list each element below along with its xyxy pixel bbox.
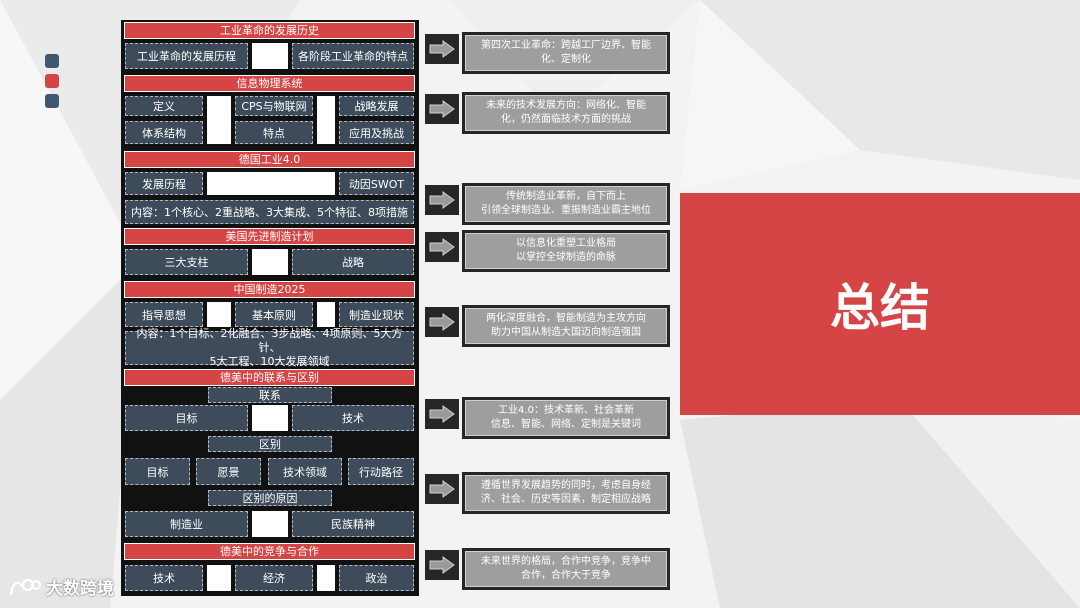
note-line: 以掌控全球制造的命脉 [516, 252, 616, 263]
section-title: 德美中的竞争与合作 [124, 543, 415, 560]
arrow-icon [425, 232, 459, 262]
summary-note: 未来的技术发展方向：网络化、智能 化，仍然面临技术方面的挑战 [462, 92, 670, 134]
note-line: 济、社会、历史等因素，制定相应战略 [481, 494, 651, 505]
summary-note: 工业4.0：技术革新、社会革新 信息、智能、网络、定制是关键词 [462, 397, 670, 439]
diagram-node: 工业革命的发展历程 [125, 43, 248, 69]
diagram-node: 技术 [292, 405, 414, 431]
arrow-icon [425, 474, 459, 504]
diagram-node: 基本原则 [235, 302, 313, 327]
section-title: 工业革命的发展历史 [124, 22, 415, 39]
note-line: 化、定制化 [541, 54, 591, 65]
spacer [317, 302, 335, 327]
side-dot [45, 74, 59, 88]
diagram-node: 内容：1个目标、2化融合、3步战略、4项原则、5大方针、 5大工程、10大发展领… [125, 327, 414, 368]
diagram-node: 技术领域 [268, 458, 342, 485]
summary-note: 第四次工业革命：跨越工厂边界、智能 化、定制化 [462, 32, 670, 74]
diagram-node: 动因SWOT [339, 172, 414, 195]
section-title: 信息物理系统 [124, 75, 415, 92]
summary-banner: 总结 [680, 193, 1080, 415]
watermark-logo: 大数跨境 [8, 574, 114, 599]
diagram-node: 战略 [292, 249, 414, 275]
note-line: 第四次工业革命：跨越工厂边界、智能 [481, 40, 651, 51]
section-title: 德国工业4.0 [124, 151, 415, 168]
sub-title: 联系 [208, 387, 332, 403]
diagram-node: 战略发展 [339, 96, 414, 116]
arrow-icon [425, 550, 459, 580]
diagram-node: 定义 [125, 96, 203, 116]
spacer [252, 249, 288, 275]
arrow-icon [425, 307, 459, 337]
diagram-node: 内容：1个核心、2重战略、3大集成、5个特征、8项措施 [125, 200, 414, 224]
summary-note: 传统制造业革新，自下而上 引领全球制造业、重振制造业霸主地位 [462, 183, 670, 225]
arrow-icon [425, 185, 459, 215]
diagram-node: 民族精神 [292, 511, 414, 537]
content-line: 内容：1个目标、2化融合、3步战略、4项原则、5大方针、 [136, 327, 403, 354]
spacer [317, 96, 335, 144]
section-title: 美国先进制造计划 [124, 228, 415, 245]
logo-icon [9, 578, 41, 595]
diagram-node: 发展历程 [125, 172, 203, 195]
sub-title: 区别的原因 [208, 490, 332, 506]
note-line: 信息、智能、网络、定制是关键词 [491, 419, 641, 430]
diagram-node: 特点 [235, 121, 313, 144]
section-title: 中国制造2025 [124, 281, 415, 298]
summary-note-text: 遵循世界发展趋势的同时，考虑自身经 济、社会、历史等因素，制定相应战略 [465, 475, 667, 511]
note-line: 助力中国从制造大国迈向制造强国 [491, 327, 641, 338]
summary-note-text: 以信息化重塑工业格局 以掌控全球制造的命脉 [465, 233, 667, 269]
diagram-node: 制造业 [125, 511, 248, 537]
diagram-node: 应用及挑战 [339, 121, 414, 144]
diagram-node: 制造业现状 [339, 302, 414, 327]
note-line: 遵循世界发展趋势的同时，考虑自身经 [481, 480, 651, 491]
section-title: 德美中的联系与区别 [124, 369, 415, 386]
diagram-node: 各阶段工业革命的特点 [292, 43, 414, 69]
spacer [252, 511, 288, 537]
sub-title: 区别 [208, 436, 332, 452]
diagram-node: 目标 [125, 458, 190, 485]
spacer [207, 302, 231, 327]
spacer [207, 96, 231, 144]
spacer [252, 405, 288, 431]
arrow-icon [425, 34, 459, 64]
note-line: 化，仍然面临技术方面的挑战 [501, 114, 631, 125]
diagram-node: 技术 [125, 565, 203, 591]
side-dot [45, 54, 59, 68]
diagram-node: 愿景 [196, 458, 261, 485]
diagram-node: 三大支柱 [125, 249, 248, 275]
summary-note: 两化深度融合，智能制造为主攻方向 助力中国从制造大国迈向制造强国 [462, 305, 670, 347]
watermark-text: 大数跨境 [46, 579, 114, 599]
note-line: 以信息化重塑工业格局 [516, 238, 616, 249]
arrow-icon [425, 399, 459, 429]
summary-note-text: 未来的技术发展方向：网络化、智能 化，仍然面临技术方面的挑战 [465, 95, 667, 131]
note-line: 两化深度融合，智能制造为主攻方向 [486, 313, 646, 324]
diagram-node: 指导思想 [125, 302, 203, 327]
spacer [317, 565, 335, 591]
summary-note-text: 第四次工业革命：跨越工厂边界、智能 化、定制化 [465, 35, 667, 71]
spacer [207, 565, 231, 591]
diagram-node: 体系结构 [125, 121, 203, 144]
spacer [252, 43, 288, 69]
content-line: 5大工程、10大发展领域 [209, 355, 330, 368]
note-line: 合作，合作大于竞争 [521, 570, 611, 581]
summary-note-text: 传统制造业革新，自下而上 引领全球制造业、重振制造业霸主地位 [465, 186, 667, 222]
summary-note: 以信息化重塑工业格局 以掌控全球制造的命脉 [462, 230, 670, 272]
note-line: 未来的技术发展方向：网络化、智能 [486, 100, 646, 111]
diagram-node: 行动路径 [348, 458, 414, 485]
spacer [207, 172, 335, 195]
diagram-node: 目标 [125, 405, 248, 431]
note-line: 引领全球制造业、重振制造业霸主地位 [481, 205, 651, 216]
summary-note: 未来世界的格局，合作中竞争，竞争中 合作，合作大于竞争 [462, 548, 670, 590]
summary-note-text: 工业4.0：技术革新、社会革新 信息、智能、网络、定制是关键词 [465, 400, 667, 436]
diagram-node: 经济 [235, 565, 313, 591]
note-line: 未来世界的格局，合作中竞争，竞争中 [481, 556, 651, 567]
summary-note: 遵循世界发展趋势的同时，考虑自身经 济、社会、历史等因素，制定相应战略 [462, 472, 670, 514]
side-dot [45, 94, 59, 108]
note-line: 工业4.0：技术革新、社会革新 [498, 405, 634, 416]
diagram-node: 政治 [339, 565, 414, 591]
note-line: 传统制造业革新，自下而上 [506, 191, 626, 202]
summary-note-text: 未来世界的格局，合作中竞争，竞争中 合作，合作大于竞争 [465, 551, 667, 587]
summary-note-text: 两化深度融合，智能制造为主攻方向 助力中国从制造大国迈向制造强国 [465, 308, 667, 344]
arrow-icon [425, 94, 459, 124]
diagram-node: CPS与物联网 [235, 96, 313, 116]
